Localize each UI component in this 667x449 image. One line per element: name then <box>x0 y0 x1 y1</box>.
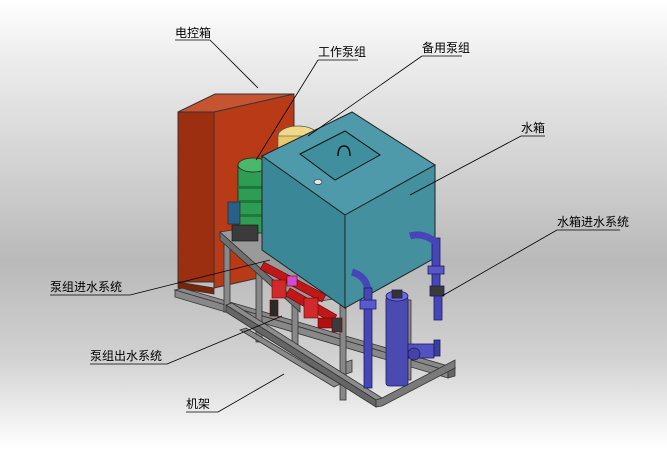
label-pump-inlet: 泵组进水系统 <box>50 280 123 294</box>
label-water-tank: 水箱 <box>521 121 546 135</box>
red-piping <box>259 261 343 333</box>
label-frame: 机架 <box>186 397 211 411</box>
water-tank <box>261 111 436 309</box>
leader-lines <box>50 39 620 413</box>
label-tank-inlet: 水箱进水系统 <box>557 215 630 229</box>
pipework <box>350 231 445 389</box>
label-pump-outlet: 泵组出水系统 <box>90 349 163 363</box>
label-working-pump: 工作泵组 <box>318 45 367 59</box>
label-standby-pump: 备用泵组 <box>422 41 471 55</box>
label-control-box: 电控箱 <box>175 26 212 40</box>
